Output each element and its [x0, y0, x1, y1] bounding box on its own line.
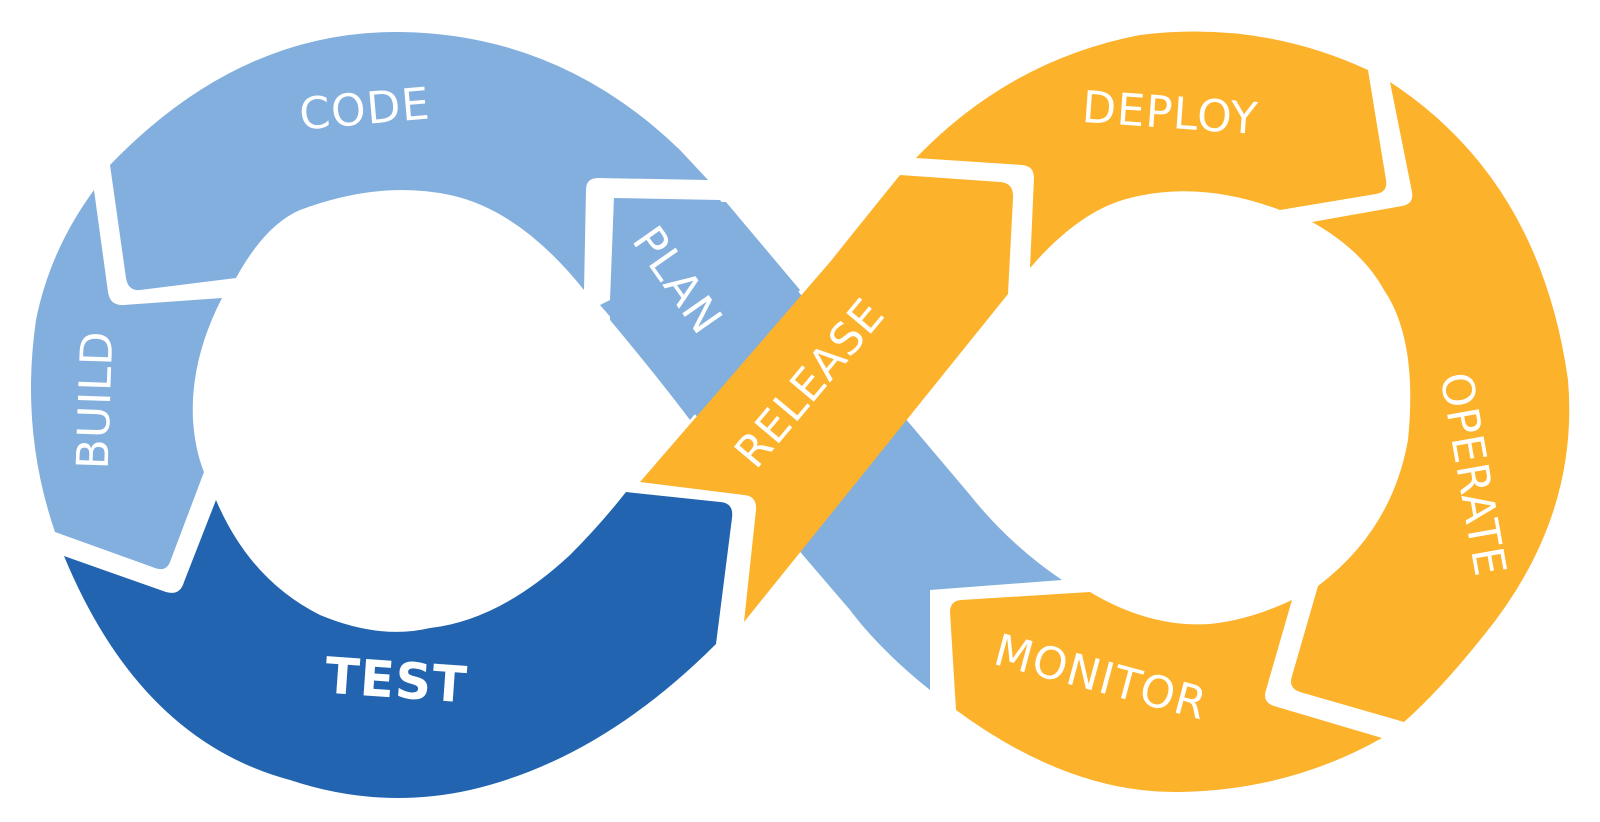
code-label: CODE	[297, 78, 432, 140]
operate-segment	[1291, 82, 1570, 722]
monitor-segment	[950, 592, 1382, 793]
plan-segment	[610, 200, 800, 420]
test-segment	[64, 492, 733, 798]
code-segment	[110, 31, 708, 291]
release-segment	[640, 175, 1014, 622]
deploy-segment	[916, 31, 1387, 268]
test-label: TEST	[323, 647, 469, 715]
build-segment	[30, 190, 222, 570]
deploy-label: DEPLOY	[1080, 82, 1259, 145]
build-label: BUILD	[68, 330, 124, 470]
